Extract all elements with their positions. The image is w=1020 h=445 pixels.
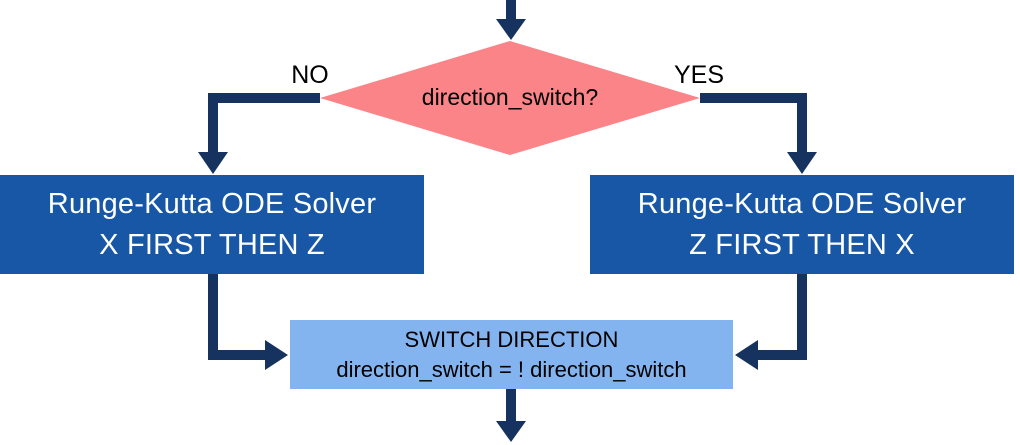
- switch-direction-box-line1: SWITCH DIRECTION: [404, 327, 619, 353]
- left-solver-to-switch-arrowhead: [265, 340, 288, 370]
- solver-box-z-first-line1: Runge-Kutta ODE Solver: [637, 188, 967, 221]
- solver-box-z-first: Runge-Kutta ODE Solver Z FIRST THEN X: [590, 175, 1014, 274]
- decision-diamond: [320, 41, 700, 155]
- branch-label-yes: YES: [673, 61, 725, 89]
- switch-direction-box: SWITCH DIRECTION direction_switch = ! di…: [290, 320, 733, 389]
- no-branch-connector: [208, 93, 320, 153]
- solver-box-x-first-line2: X FIRST THEN Z: [99, 228, 325, 261]
- solver-box-z-first-line2: Z FIRST THEN X: [689, 228, 915, 261]
- entry-arrowhead: [496, 19, 526, 40]
- yes-branch-connector: [700, 93, 807, 153]
- exit-arrowhead: [496, 421, 526, 442]
- no-branch-arrowhead: [198, 152, 228, 174]
- yes-branch-arrowhead: [787, 152, 817, 174]
- right-solver-to-switch-arrowhead: [735, 340, 758, 370]
- switch-direction-box-line2: direction_switch = ! direction_switch: [336, 356, 687, 382]
- right-solver-to-switch-connector: [757, 274, 807, 360]
- solver-box-x-first: Runge-Kutta ODE Solver X FIRST THEN Z: [0, 175, 424, 274]
- solver-box-x-first-line1: Runge-Kutta ODE Solver: [47, 188, 377, 221]
- decision-label: direction_switch?: [421, 84, 599, 110]
- branch-label-no: NO: [291, 61, 329, 89]
- left-solver-to-switch-connector: [208, 274, 266, 360]
